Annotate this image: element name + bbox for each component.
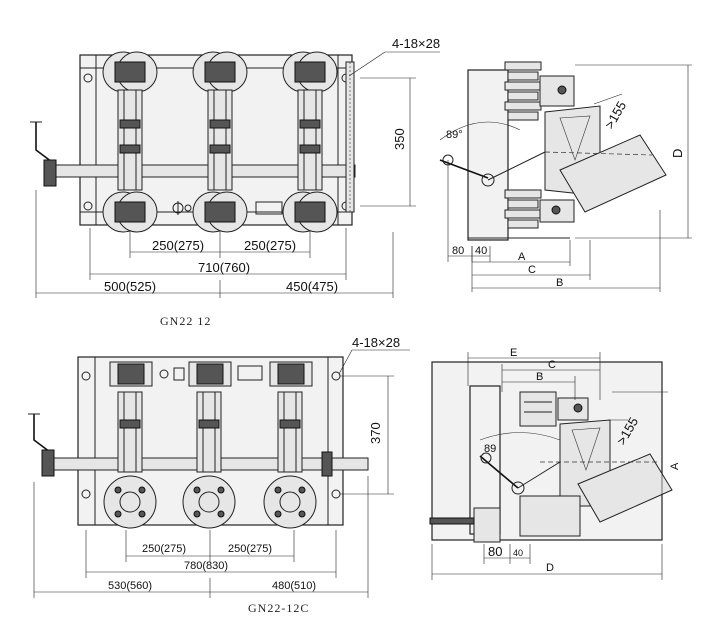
mount-hole [81,371,91,381]
bottom-dim-250a: 250(275) [142,543,186,555]
bottom-dim-530: 530(560) [108,580,152,592]
mount-hole [81,489,91,499]
bottom-side-E: E [510,347,517,359]
pole-1 [102,51,158,233]
top-height-label: 350 [392,128,407,150]
mount-hole [83,201,93,211]
bottom-side-80: 80 [488,544,502,559]
bottom-side-C: C [548,359,556,371]
pole-3 [263,361,317,529]
bottom-dim-250b: 250(275) [228,543,272,555]
top-holes-label: 4-18×28 [392,36,440,51]
top-dim-710: 710(760) [198,260,250,275]
bottom-side-40: 40 [513,548,523,558]
bottom-side-angle: 89 [484,443,496,455]
bottom-side-B: B [536,371,543,383]
bottom-caption: GN22-12C [248,601,309,615]
upper-insulator [504,61,542,121]
pole-3 [282,51,338,233]
top-side-C: C [528,264,536,276]
top-side-view: 89° >155 D 80 40 A C B [439,61,692,292]
top-side-dist: >155 [602,99,630,132]
top-side-40: 40 [475,245,487,257]
pole-2 [192,51,248,233]
bottom-front-view: 4-18×28 370 250(275) 250(275) 780(830) 5… [28,335,410,615]
mount-hole [83,73,93,83]
top-side-80: 80 [452,245,464,257]
top-dim-250b: 250(275) [244,238,296,253]
bottom-dim-480: 480(510) [272,580,316,592]
bottom-side-D: D [546,562,554,574]
top-side-A: A [518,251,526,263]
bottom-holes-label: 4-18×28 [352,335,400,350]
top-side-angle: 89° [446,129,463,141]
top-caption: GN22 12 [160,314,211,328]
top-dim-250a: 250(275) [152,238,204,253]
top-side-B: B [556,277,563,289]
pole-1 [103,361,157,529]
bottom-side-view: E C B 89 >155 A 80 40 D [429,347,681,580]
bottom-side-A: A [669,462,681,470]
bottom-dim-780: 780(830) [184,560,228,572]
bottom-height-label: 370 [368,422,383,444]
pole-2 [182,361,236,529]
top-dim-500: 500(525) [104,279,156,294]
top-front-view: 4-18×28 350 250(275) 250(275) 710(760) 5… [30,36,440,328]
top-dim-450: 450(475) [286,279,338,294]
lower-insulator [504,189,542,229]
top-side-D: D [670,149,685,158]
